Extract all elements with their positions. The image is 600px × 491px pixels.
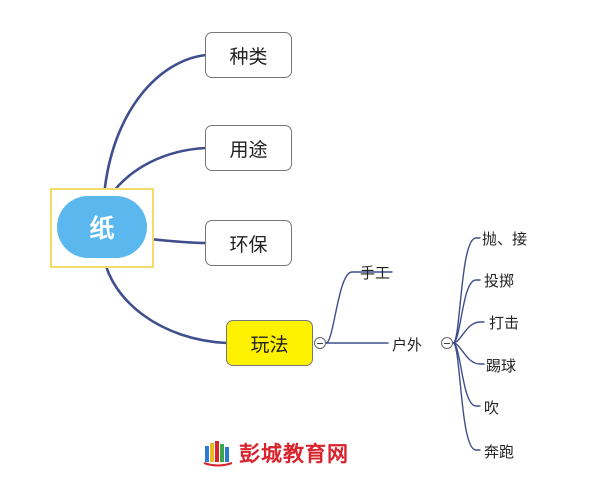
branch-node-yongtu[interactable]: 用途 [205,125,292,171]
watermark-logo: 彭城教育网 [203,438,349,468]
root-node[interactable]: 纸 [57,196,147,258]
connector-huwai-tiqiu [452,342,485,365]
connector-root-zhonglei [102,53,208,198]
connector-huwai-touzhi [452,279,481,344]
connector-huwai-paojie [452,237,481,344]
leaf-node-daji[interactable]: 打击 [489,314,520,332]
logo-text: 彭城教育网 [239,442,349,466]
connector-root-yongtu [108,146,208,198]
connector-wanfa-shougong [325,271,393,344]
sub-node-shougong[interactable]: 手工 [360,264,391,282]
sub-node-huwai[interactable]: 户外 [392,336,423,354]
leaf-node-paojie[interactable]: 抛、接 [482,230,528,248]
leaf-node-touzhi[interactable]: 投掷 [484,272,515,290]
branch-node-huanbao[interactable]: 环保 [205,220,292,266]
branch-node-wanfa[interactable]: 玩法 [226,320,313,366]
connector-huwai-benpao [452,342,481,451]
collapse-toggle-huwai[interactable] [441,337,453,349]
branch-node-zhonglei[interactable]: 种类 [205,32,292,78]
open-book-icon [203,441,233,467]
leaf-node-tiqiu[interactable]: 踢球 [486,357,517,375]
connector-root-wanfa [102,256,229,345]
connector-huwai-daji [452,321,485,344]
leaf-node-chui[interactable]: 吹 [484,399,500,417]
collapse-toggle-wanfa[interactable] [314,337,326,349]
leaf-node-benpao[interactable]: 奔跑 [484,443,515,461]
